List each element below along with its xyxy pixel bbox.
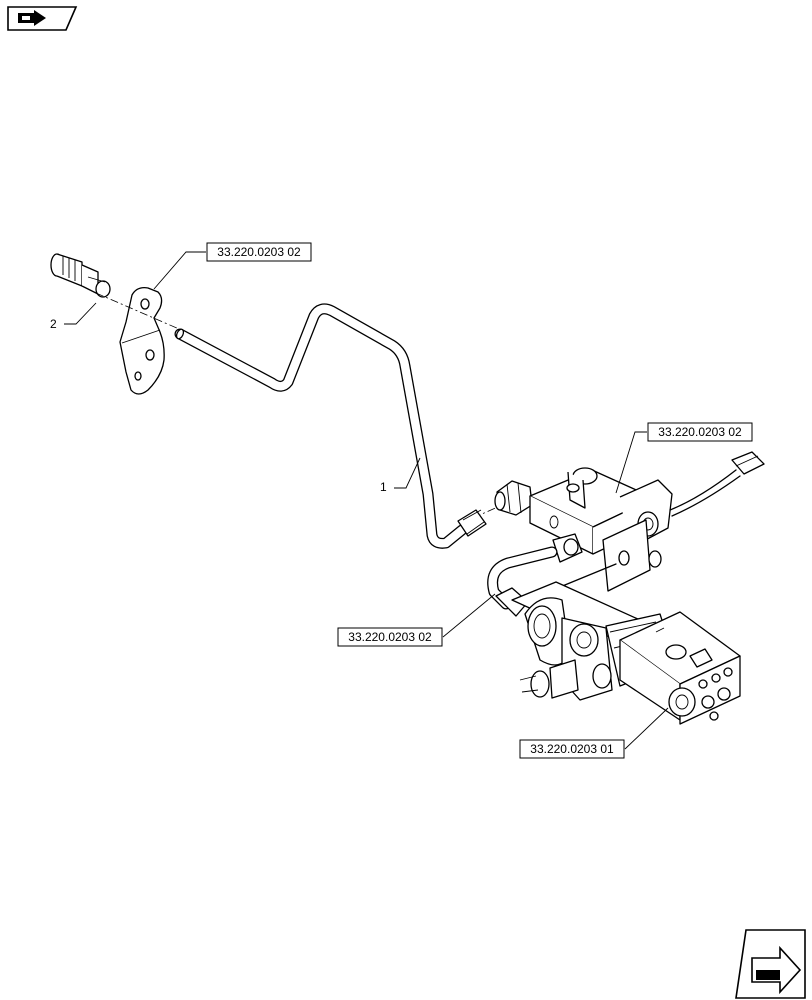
upper-valve-block: [529, 467, 673, 592]
item-number-2[interactable]: 2: [50, 317, 57, 331]
callout-leaders: [64, 251, 669, 750]
callout-ref-top-left-label: 33.220.0203 02: [217, 245, 301, 259]
callout-ref-right-upper[interactable]: 33.220.0203 02: [647, 422, 753, 442]
hydraulic-pipe-part: [174, 303, 487, 549]
callout-ref-right-upper-label: 33.220.0203 02: [658, 425, 742, 439]
manifold-block: [619, 611, 741, 725]
item-number-1[interactable]: 1: [380, 480, 387, 494]
wiring-harness: [559, 451, 765, 588]
next-page-arrow-icon[interactable]: [735, 929, 806, 999]
connecting-hose: [487, 546, 558, 617]
previous-page-arrow-icon[interactable]: [7, 6, 78, 31]
center-line: [95, 292, 187, 333]
quick-coupler-part: [50, 253, 111, 298]
callout-ref-bottom[interactable]: 33.220.0203 01: [519, 739, 625, 759]
callout-ref-middle[interactable]: 33.220.0203 02: [337, 627, 443, 647]
callout-ref-bottom-label: 33.220.0203 01: [530, 742, 614, 756]
callout-ref-middle-label: 33.220.0203 02: [348, 630, 432, 644]
mounting-bracket: [119, 287, 165, 395]
callout-ref-top-left[interactable]: 33.220.0203 02: [206, 242, 312, 262]
elbow-fitting: [494, 480, 533, 516]
